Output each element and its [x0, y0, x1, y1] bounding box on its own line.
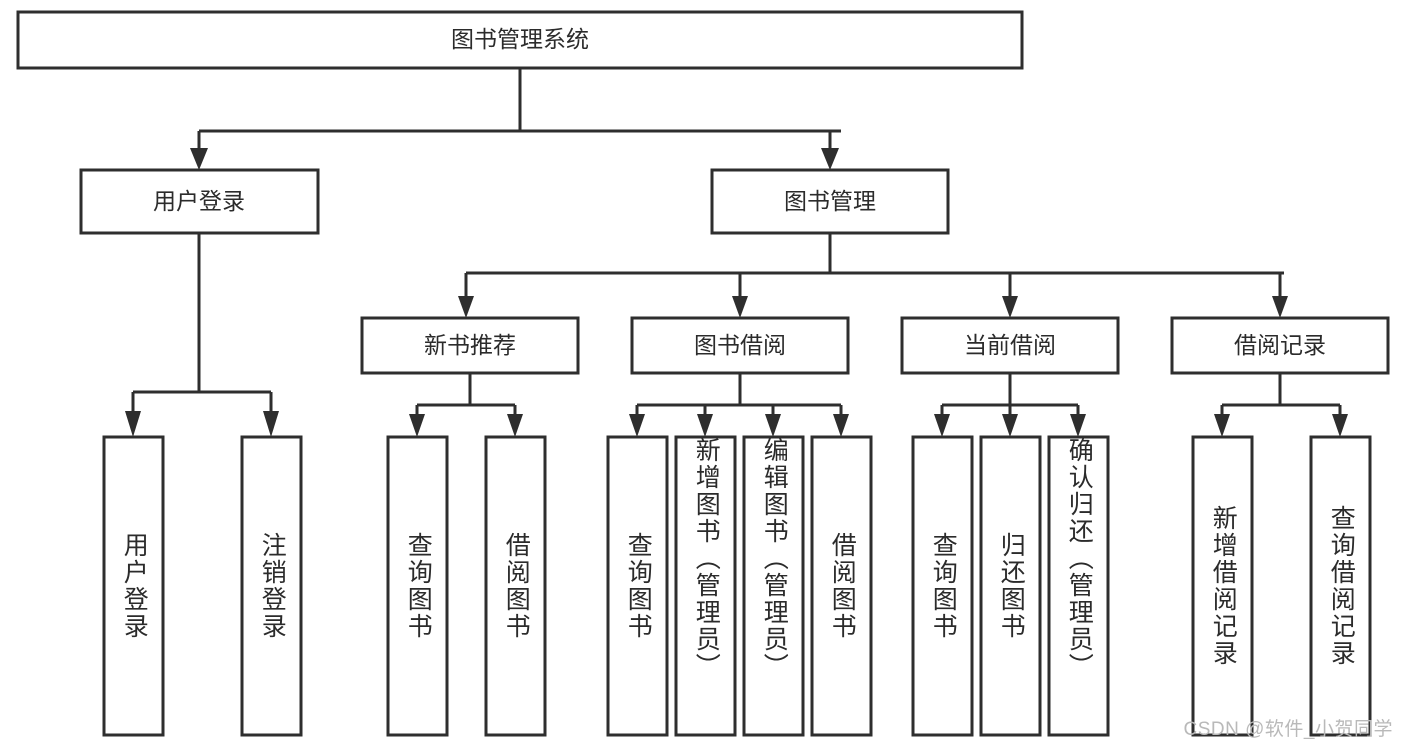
connectors-borrow-record-to-leaves: [1214, 373, 1348, 437]
book-borrow-label: 图书借阅: [694, 332, 786, 358]
connectors-root-to-level2: [190, 68, 841, 170]
node-current-borrow[interactable]: 当前借阅: [900, 316, 1120, 375]
node-user-login[interactable]: 用户登录: [79, 168, 320, 235]
user-login-box[interactable]: [79, 168, 320, 235]
arrow-book-borrow-leaf-3: [833, 414, 849, 437]
leaf-box-book-borrow-0[interactable]: [606, 435, 669, 737]
arrow-current-borrow-leaf-2: [1070, 414, 1086, 437]
leaf-boxes-borrow-record: [1191, 435, 1372, 737]
arrow-borrow-record-leaf-0: [1214, 414, 1230, 437]
leaf-box-new-book-0[interactable]: [386, 435, 449, 737]
csdn-watermark: CSDN @软件_小贺同学: [1183, 719, 1393, 740]
node-root[interactable]: 图书管理系统: [16, 10, 1024, 70]
node-borrow-record[interactable]: 借阅记录: [1170, 316, 1390, 375]
leaf-box-current-borrow-0[interactable]: [911, 435, 974, 737]
book-management-box[interactable]: [710, 168, 950, 235]
arrow-to-user-login: [190, 148, 208, 170]
arrow-current-borrow-leaf-0: [934, 414, 950, 437]
book-borrow-box[interactable]: [630, 316, 850, 375]
leaf-box-book-borrow-1[interactable]: [674, 435, 737, 737]
connectors-user-login-to-leaves: [125, 233, 279, 437]
arrow-book-borrow-leaf-2: [765, 414, 781, 437]
new-book-recommend-label: 新书推荐: [424, 332, 516, 358]
node-book-borrow[interactable]: 图书借阅: [630, 316, 850, 375]
root-box[interactable]: [16, 10, 1024, 70]
leaf-box-borrow-record-0[interactable]: [1191, 435, 1254, 737]
node-new-book-recommend[interactable]: 新书推荐: [360, 316, 580, 375]
connectors-book-mgmt-to-level3: [458, 233, 1288, 318]
leaf-box-user-login-1[interactable]: [240, 435, 303, 737]
leaf-boxes-current-borrow: [911, 435, 1110, 737]
leaf-boxes-book-borrow: [606, 435, 873, 737]
new-book-recommend-box[interactable]: [360, 316, 580, 375]
borrow-record-label: 借阅记录: [1234, 332, 1326, 358]
arrow-to-book-borrow: [732, 296, 748, 318]
arrow-current-borrow-leaf-1: [1002, 414, 1018, 437]
connectors-new-book-to-leaves: [409, 373, 523, 437]
borrow-record-box[interactable]: [1170, 316, 1390, 375]
connectors-current-borrow-to-leaves: [934, 373, 1086, 437]
leaf-box-book-borrow-3[interactable]: [810, 435, 873, 737]
book-management-label: 图书管理: [784, 188, 876, 214]
arrow-new-book-leaf-1: [507, 414, 523, 437]
node-book-management[interactable]: 图书管理: [710, 168, 950, 235]
arrow-borrow-record-leaf-1: [1332, 414, 1348, 437]
root-label: 图书管理系统: [451, 26, 589, 52]
leaf-boxes-new-book: [386, 435, 547, 737]
current-borrow-label: 当前借阅: [964, 332, 1056, 358]
arrow-to-book-mgmt: [821, 148, 839, 170]
arrow-user-login-leaf-1: [263, 411, 279, 437]
connectors-book-borrow-to-leaves: [629, 373, 849, 437]
leaf-box-borrow-record-1[interactable]: [1309, 435, 1372, 737]
leaf-boxes-user-login: [102, 435, 303, 737]
arrow-to-borrow-record: [1272, 296, 1288, 318]
current-borrow-box[interactable]: [900, 316, 1120, 375]
arrow-user-login-leaf-0: [125, 411, 141, 437]
leaf-box-current-borrow-2[interactable]: [1047, 435, 1110, 737]
arrow-to-new-book: [458, 296, 474, 318]
arrow-new-book-leaf-0: [409, 414, 425, 437]
user-login-label: 用户登录: [153, 188, 245, 214]
leaf-box-user-login-0[interactable]: [102, 435, 165, 737]
arrow-to-current-borrow: [1002, 296, 1018, 318]
leaf-box-current-borrow-1[interactable]: [979, 435, 1042, 737]
arrow-book-borrow-leaf-1: [697, 414, 713, 437]
leaf-box-new-book-1[interactable]: [484, 435, 547, 737]
leaf-box-book-borrow-2[interactable]: [742, 435, 805, 737]
arrow-book-borrow-leaf-0: [629, 414, 645, 437]
